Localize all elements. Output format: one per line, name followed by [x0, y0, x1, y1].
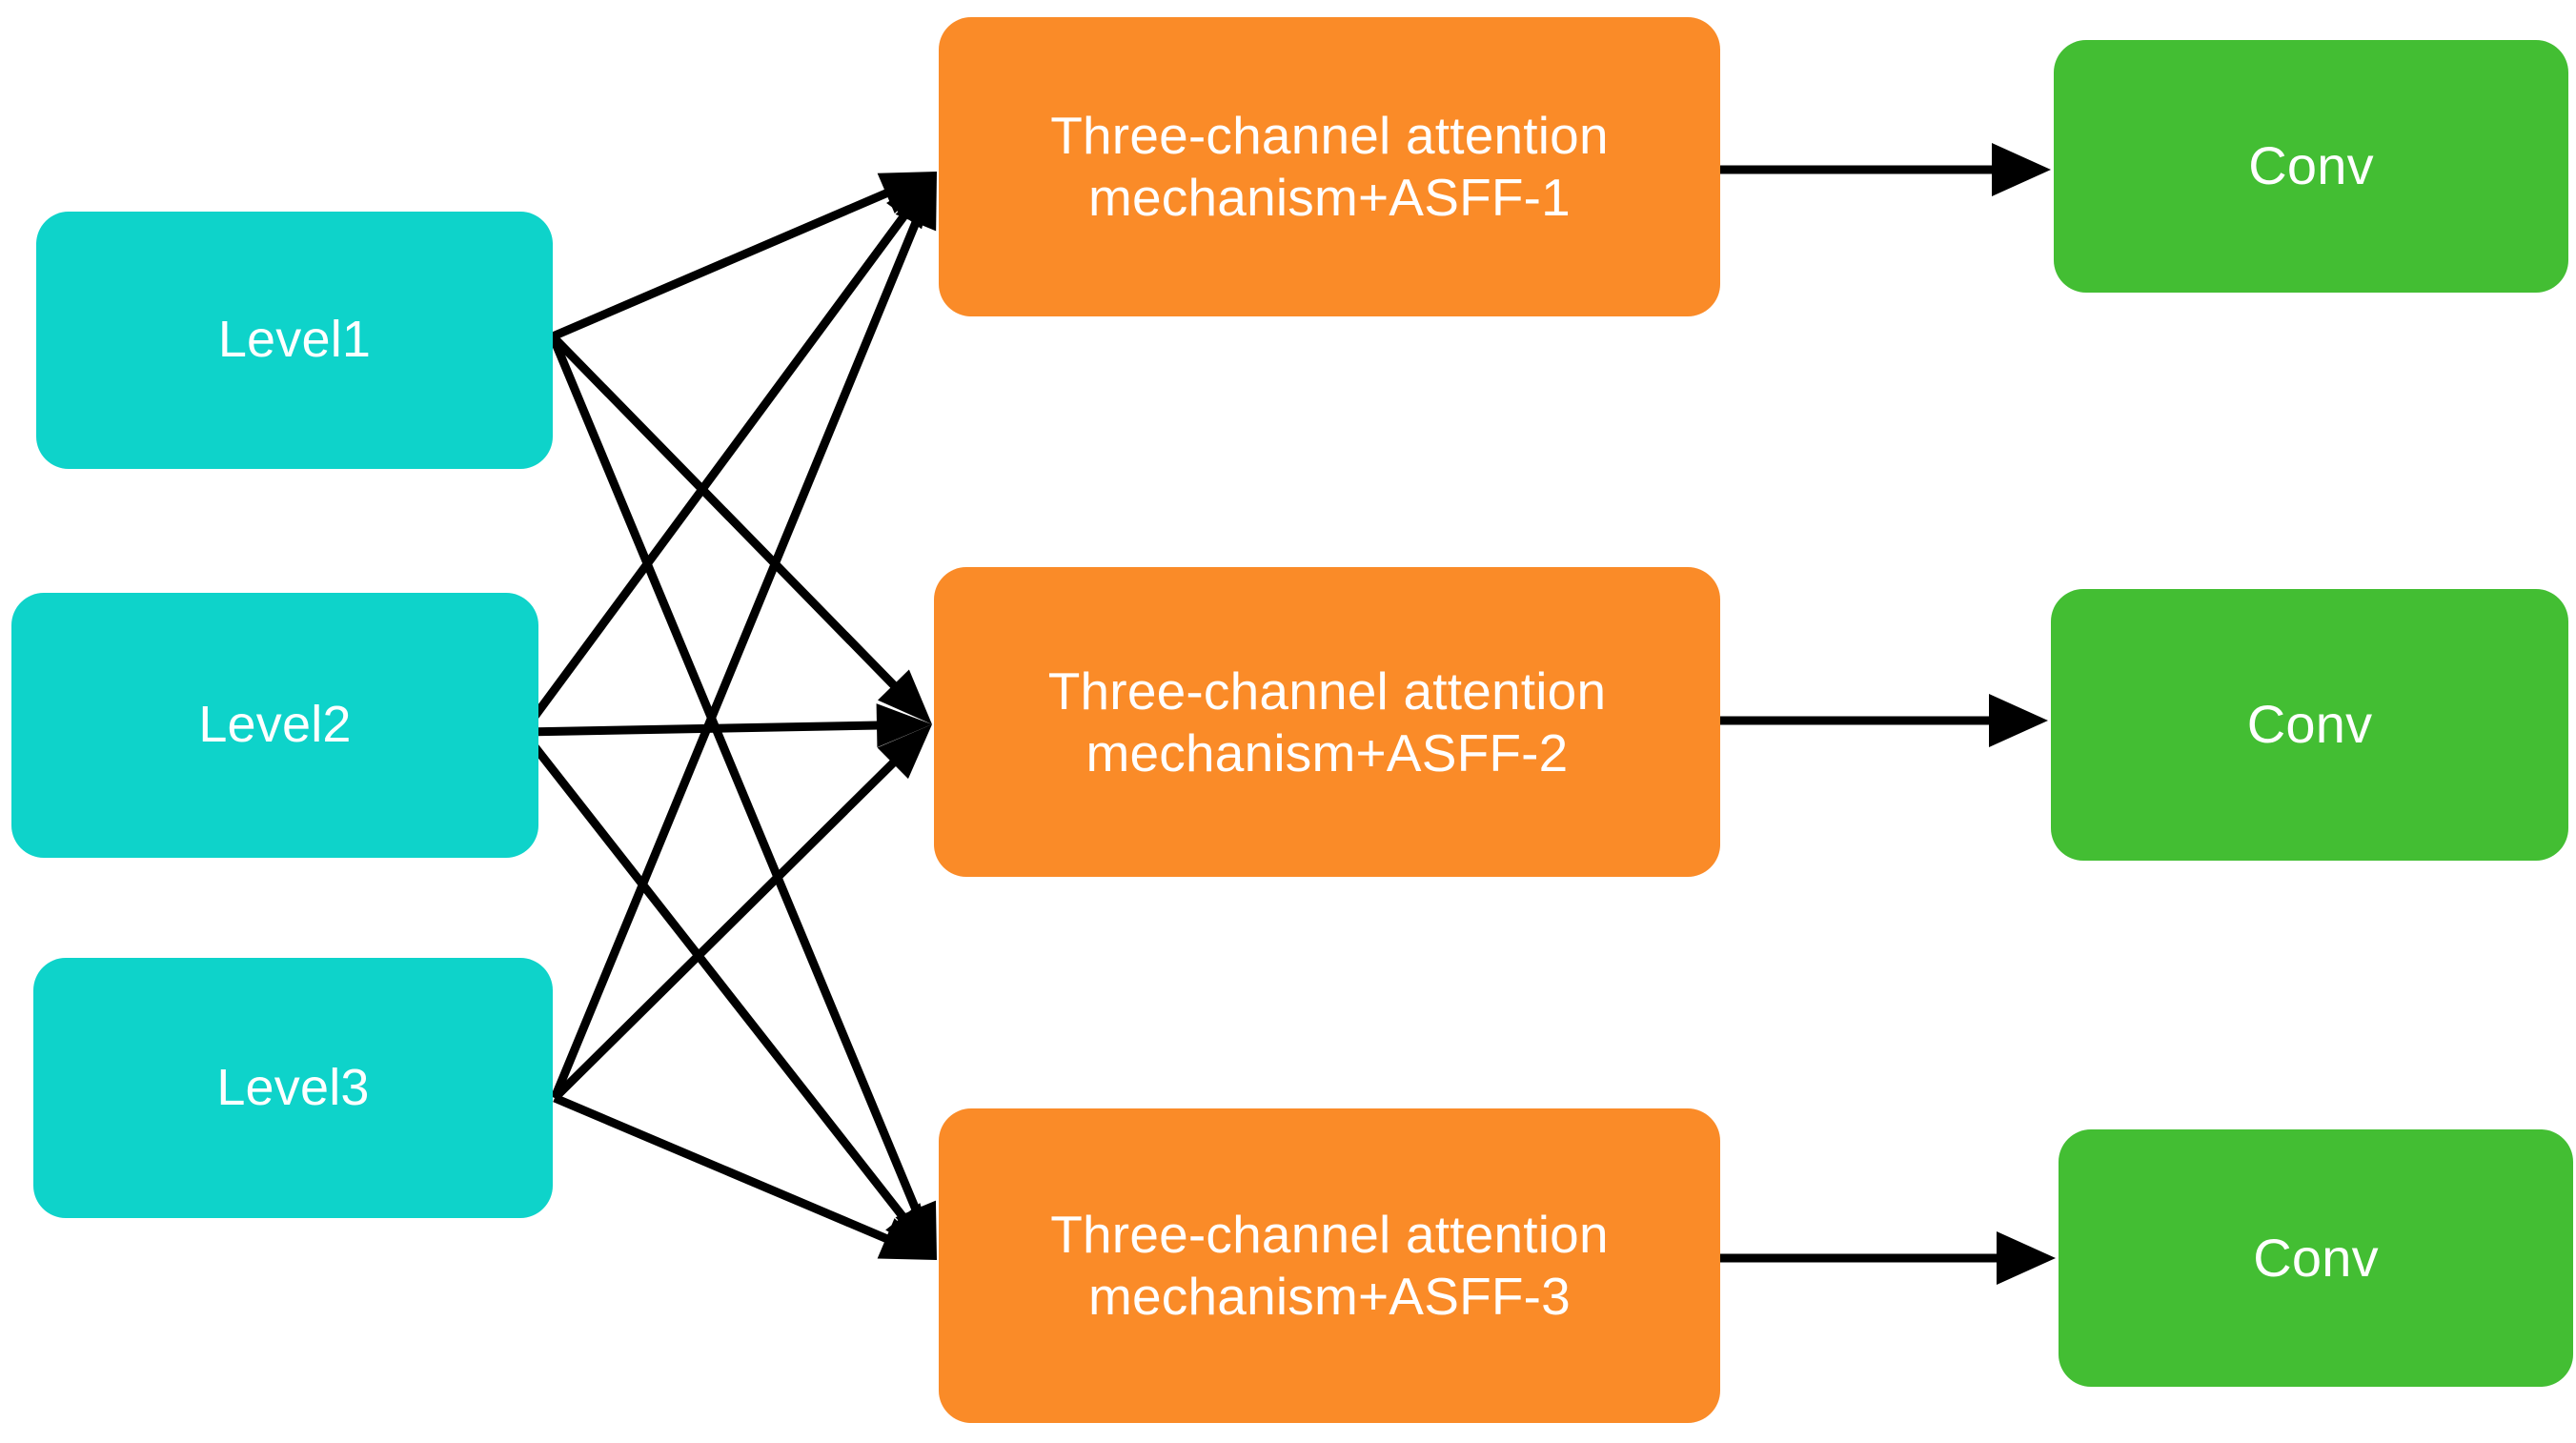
arrowhead-icon [1992, 143, 2051, 196]
edge-level2-to-asff3 [519, 729, 937, 1260]
asff-box-label: Three-channel attention mechanism+ASFF-1 [1050, 106, 1609, 227]
arrowhead-icon [1989, 694, 2048, 747]
arrowhead-icon [877, 172, 937, 214]
edge-level1-to-asff2 [549, 333, 932, 724]
arrowhead-icon [1997, 1231, 2056, 1285]
edge-line [550, 219, 921, 1100]
level-box-level1[interactable]: Level1 [36, 212, 553, 469]
edge-line [549, 333, 899, 690]
edge-level2-to-asff2 [522, 703, 932, 748]
arrowhead-icon [878, 669, 932, 724]
conv-box-conv3[interactable]: Conv [2059, 1129, 2573, 1387]
edge-asff1-to-conv1 [1720, 143, 2051, 196]
conv-box-label: Conv [2246, 694, 2373, 755]
conv-box-conv2[interactable]: Conv [2051, 589, 2568, 861]
asff-box-label: Three-channel attention mechanism+ASFF-2 [1047, 661, 1607, 782]
level-box-level3[interactable]: Level3 [33, 958, 553, 1218]
asff-box-label: Three-channel attention mechanism+ASFF-3 [1050, 1205, 1609, 1326]
edge-line [553, 1093, 890, 1244]
asff-box-asff3[interactable]: Three-channel attention mechanism+ASFF-3 [939, 1108, 1720, 1423]
edge-level1-to-asff3 [548, 335, 937, 1260]
level-box-label: Level2 [198, 696, 352, 754]
edge-level1-to-asff1 [551, 172, 937, 341]
edge-line [548, 335, 921, 1213]
arrowhead-icon [885, 1203, 937, 1260]
edge-asff3-to-conv3 [1720, 1231, 2056, 1285]
edge-line [522, 721, 880, 737]
conv-box-label: Conv [2253, 1227, 2379, 1288]
asff-box-asff2[interactable]: Three-channel attention mechanism+ASFF-2 [934, 567, 1720, 877]
conv-box-label: Conv [2248, 135, 2374, 196]
level-box-label: Level1 [217, 311, 372, 369]
edge-asff2-to-conv2 [1720, 694, 2048, 747]
edge-line [519, 212, 909, 735]
edge-level2-to-asff1 [519, 172, 937, 735]
arrowhead-icon [895, 172, 937, 232]
edge-line [519, 729, 908, 1221]
arrowhead-icon [877, 724, 932, 780]
conv-box-conv1[interactable]: Conv [2054, 40, 2568, 293]
arrowhead-icon [895, 1200, 937, 1260]
edge-level3-to-asff2 [551, 724, 932, 1102]
level-box-level2[interactable]: Level2 [11, 593, 538, 858]
edge-line [551, 759, 898, 1102]
edge-level3-to-asff3 [553, 1093, 937, 1260]
edge-level3-to-asff1 [550, 172, 937, 1100]
level-box-label: Level3 [216, 1058, 370, 1116]
edge-line [551, 188, 890, 341]
asff-box-asff1[interactable]: Three-channel attention mechanism+ASFF-1 [939, 17, 1720, 316]
arrowhead-icon [877, 1218, 937, 1260]
arrowhead-icon [886, 172, 937, 230]
arrowhead-icon [876, 703, 932, 748]
